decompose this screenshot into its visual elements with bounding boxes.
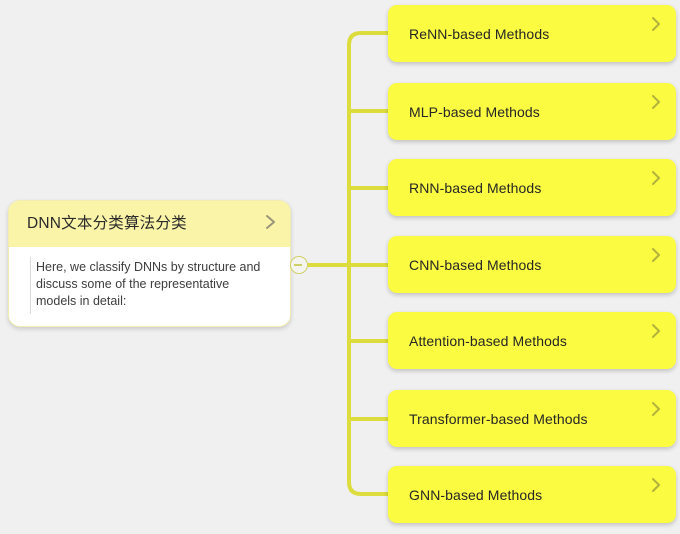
branch-node-label: MLP-based Methods [409,103,540,120]
branch-node-rnn[interactable]: RNN-based Methods [388,159,676,216]
chevron-right-icon[interactable] [650,321,663,341]
chevron-right-icon[interactable] [650,168,663,188]
branch-node-label: Attention-based Methods [409,332,567,349]
root-node-title: DNN文本分类算法分类 [27,215,187,232]
branch-node-label: RNN-based Methods [409,179,542,196]
chevron-right-icon[interactable] [650,399,663,419]
branch-node-label: ReNN-based Methods [409,25,550,42]
branch-node-label: GNN-based Methods [409,486,543,503]
branch-node-gnn[interactable]: GNN-based Methods [388,466,676,523]
branch-node-renn[interactable]: ReNN-based Methods [388,5,676,62]
body-quote-rule [30,256,31,314]
chevron-right-icon[interactable] [264,211,278,233]
chevron-right-icon[interactable] [650,245,663,265]
root-node[interactable]: DNN文本分类算法分类 Here, we classify DNNs by st… [8,200,291,327]
branch-node-attention[interactable]: Attention-based Methods [388,312,676,369]
minus-circle-icon[interactable] [290,256,308,274]
branch-node-label: Transformer-based Methods [409,410,588,427]
branch-node-mlp[interactable]: MLP-based Methods [388,83,676,140]
branch-node-label: CNN-based Methods [409,256,542,273]
chevron-right-icon[interactable] [650,475,663,495]
root-node-body: Here, we classify DNNs by structure and … [9,246,290,326]
root-node-header: DNN文本分类算法分类 [9,201,290,247]
minus-glyph [294,264,302,266]
branch-node-transformer[interactable]: Transformer-based Methods [388,390,676,447]
branch-node-cnn[interactable]: CNN-based Methods [388,236,676,293]
chevron-right-icon[interactable] [650,92,663,112]
root-node-description: Here, we classify DNNs by structure and … [36,259,261,308]
chevron-right-icon[interactable] [650,14,663,34]
